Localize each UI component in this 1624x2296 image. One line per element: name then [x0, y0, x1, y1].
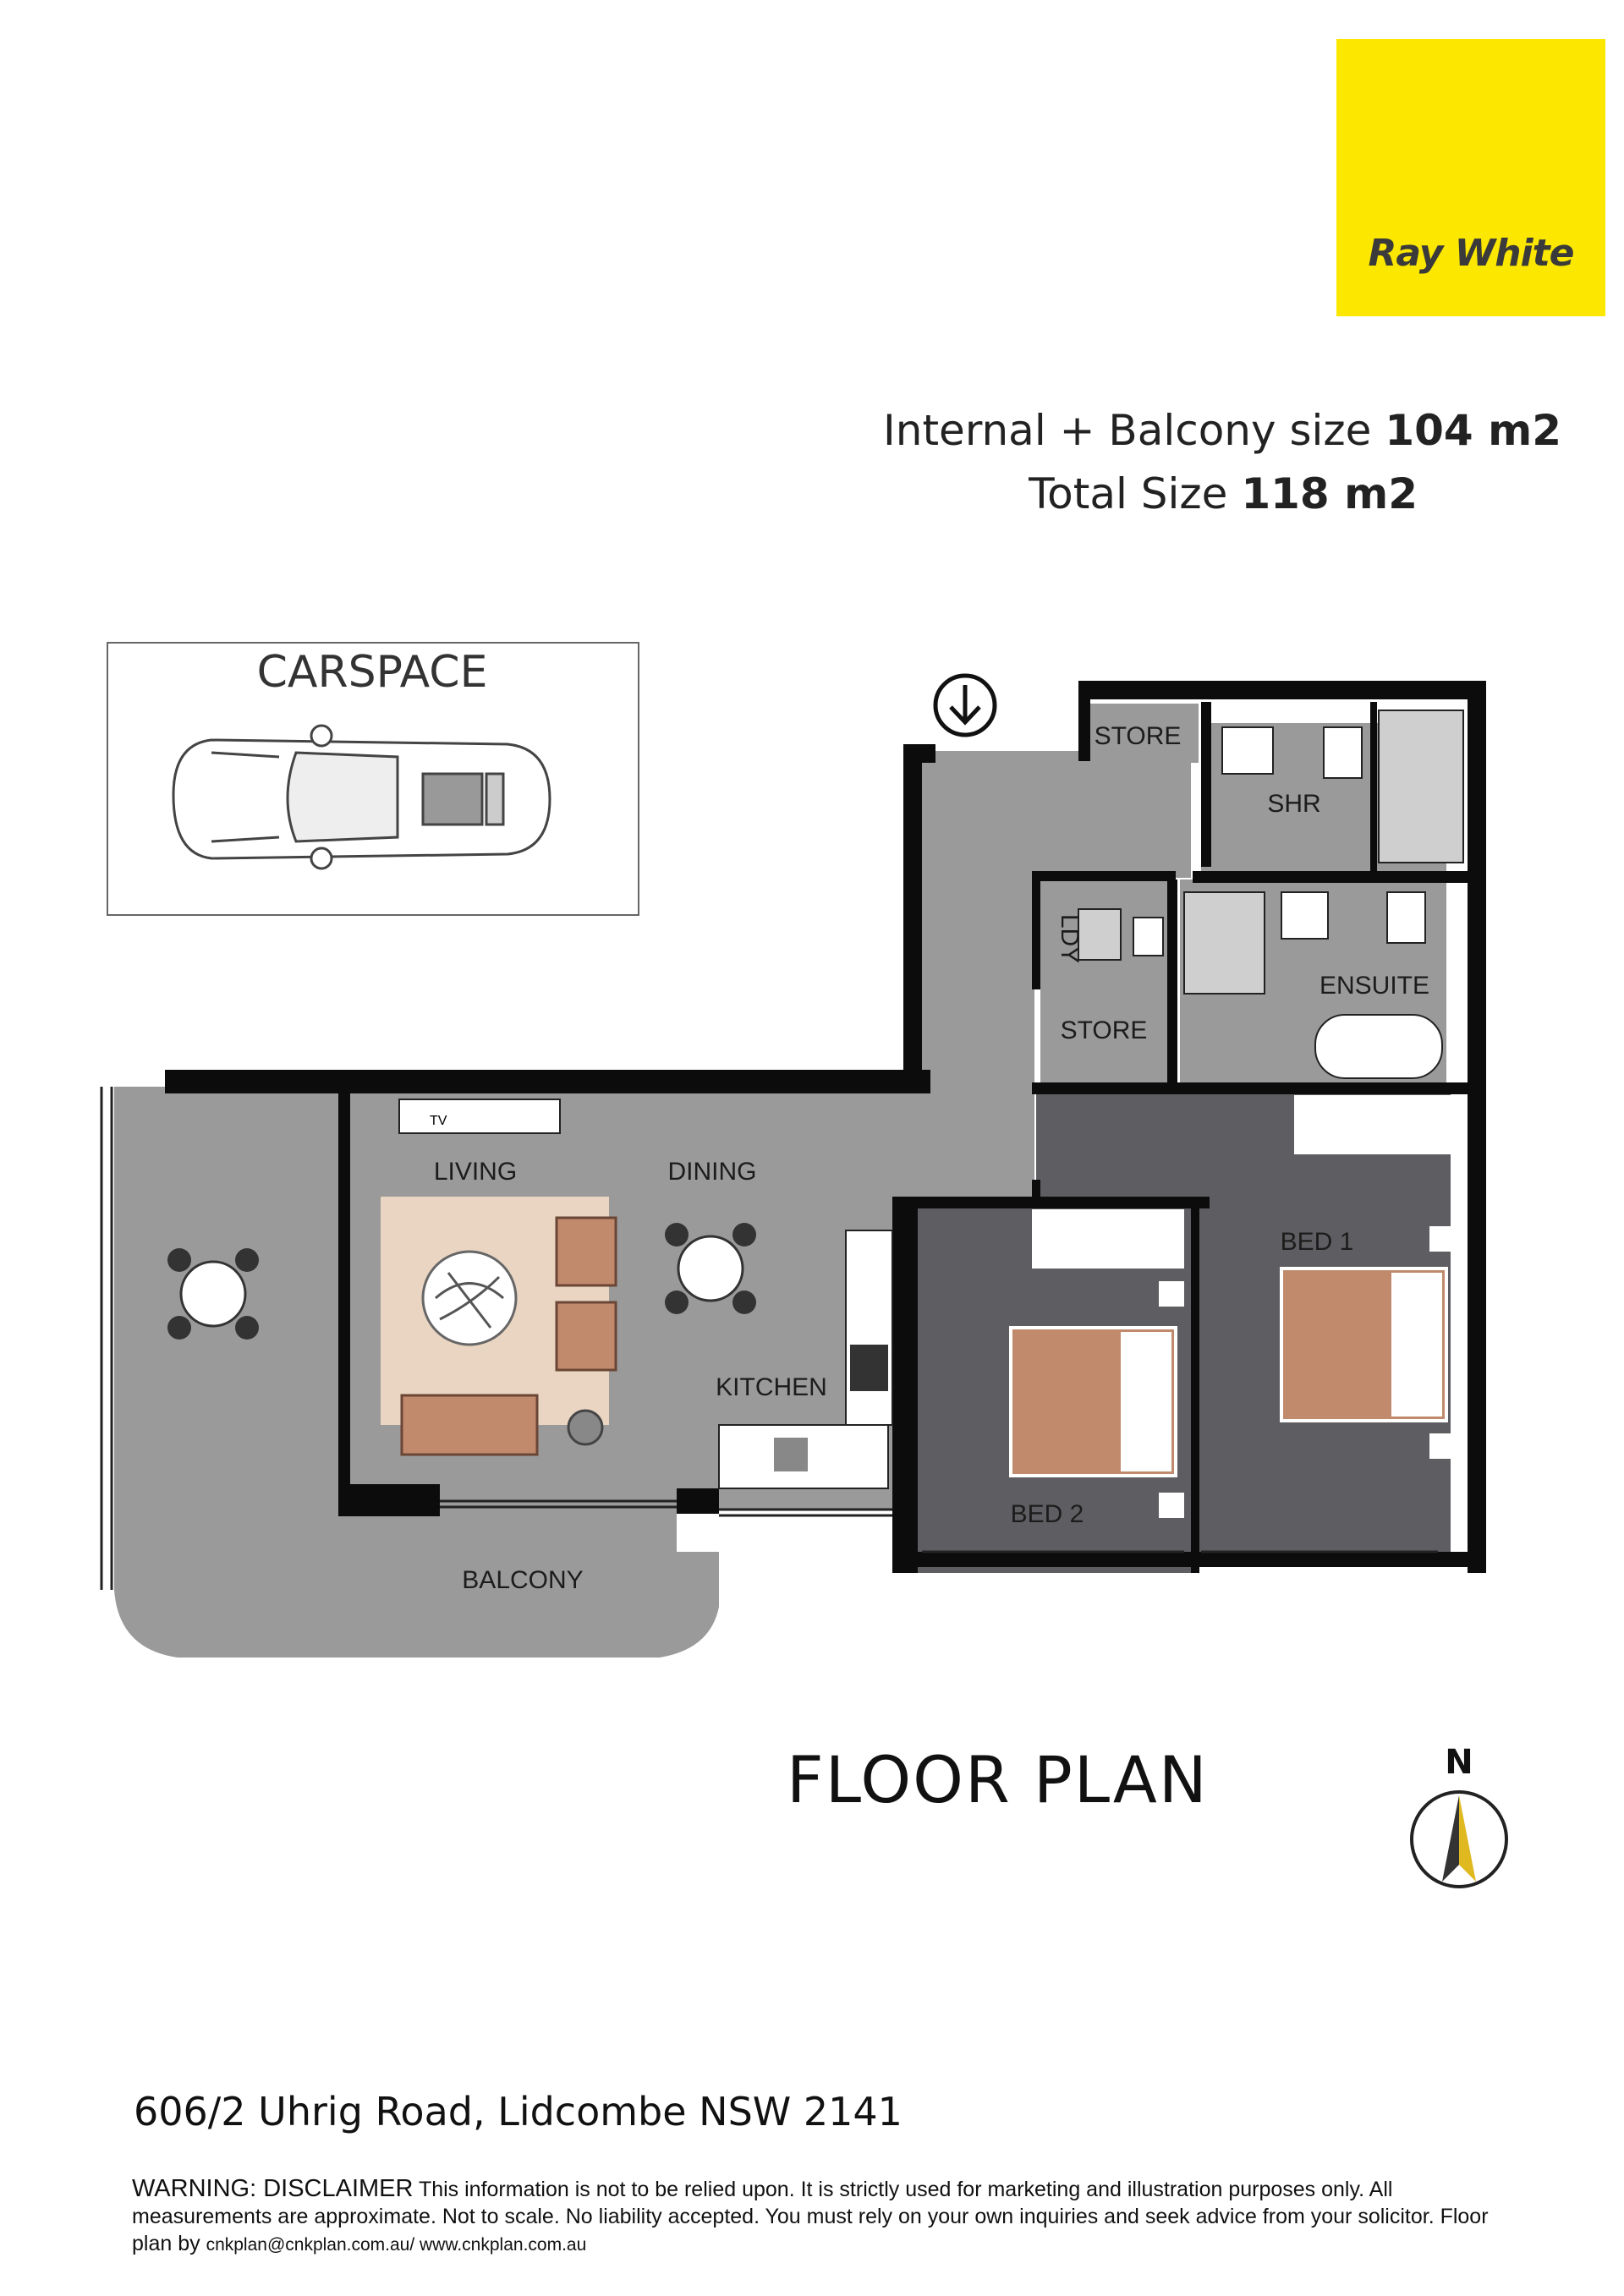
bed-1: [1280, 1226, 1455, 1459]
property-address: 606/2 Uhrig Road, Lidcombe NSW 2141: [134, 2089, 903, 2134]
entry-arrow-icon: [933, 673, 997, 737]
compass-icon: N: [1410, 1743, 1508, 1888]
windows: [100, 1087, 1438, 1590]
room-labels: STORE SHR LDY STORE ENSUITE LIVING DININ…: [434, 722, 1429, 1594]
tv-label: TV: [430, 1114, 447, 1128]
disclaimer-block: WARNING: DISCLAIMER This information is …: [132, 2175, 1528, 2259]
disclaimer-warning: WARNING: DISCLAIMER: [132, 2175, 414, 2202]
carspace-panel: CARSPACE: [107, 642, 639, 916]
balcony-table: [167, 1248, 259, 1340]
side-table: [567, 1409, 604, 1446]
label-living: LIVING: [434, 1158, 517, 1186]
wardrobes: [1032, 1095, 1463, 1269]
compass-n-label: N: [1445, 1743, 1473, 1782]
label-bed1: BED 1: [1281, 1228, 1354, 1256]
label-balcony: BALCONY: [462, 1566, 583, 1594]
label-ensuite: ENSUITE: [1320, 972, 1429, 1000]
label-dining: DINING: [668, 1158, 757, 1186]
sofa: [400, 1394, 539, 1456]
bathroom-fixtures: [1078, 710, 1464, 1079]
label-shower: SHR: [1267, 790, 1320, 818]
kitchen-fixtures: [718, 1230, 893, 1489]
disclaimer-credit: cnkplan@cnkplan.com.au/ www.cnkplan.com.…: [206, 2235, 587, 2255]
walls: [165, 681, 1486, 1573]
label-store-top: STORE: [1095, 722, 1182, 750]
floor-plan-drawing: CARSPACE: [100, 642, 1486, 1658]
size1-prefix: Internal + Balcony size: [883, 406, 1385, 455]
internal-balcony-size: Internal + Balcony size 104 m2: [883, 406, 1561, 455]
total-size: Total Size 118 m2: [1029, 469, 1418, 518]
armchair-1: [555, 1216, 617, 1287]
label-bed2: BED 2: [1011, 1500, 1084, 1528]
car-icon: [172, 724, 551, 870]
dining-table: [665, 1223, 756, 1314]
plan-title: FLOOR PLAN: [787, 1742, 1209, 1817]
label-kitchen: KITCHEN: [716, 1373, 827, 1401]
logo-text: Ray White: [1368, 232, 1574, 275]
disclaimer-text: This information is not to be relied upo…: [132, 2178, 1489, 2255]
bed-2: [1009, 1281, 1184, 1518]
coffee-table: [421, 1250, 518, 1346]
living-furniture: TV: [381, 1099, 617, 1456]
ray-white-logo: Ray White: [1336, 39, 1605, 316]
label-laundry: LDY: [1056, 914, 1084, 963]
size2-prefix: Total Size: [1029, 469, 1242, 518]
carspace-label: CARSPACE: [257, 647, 488, 698]
label-store-mid: STORE: [1061, 1016, 1148, 1044]
armchair-2: [555, 1301, 617, 1372]
size2-value: 118 m2: [1241, 469, 1418, 518]
size1-value: 104 m2: [1385, 406, 1561, 455]
